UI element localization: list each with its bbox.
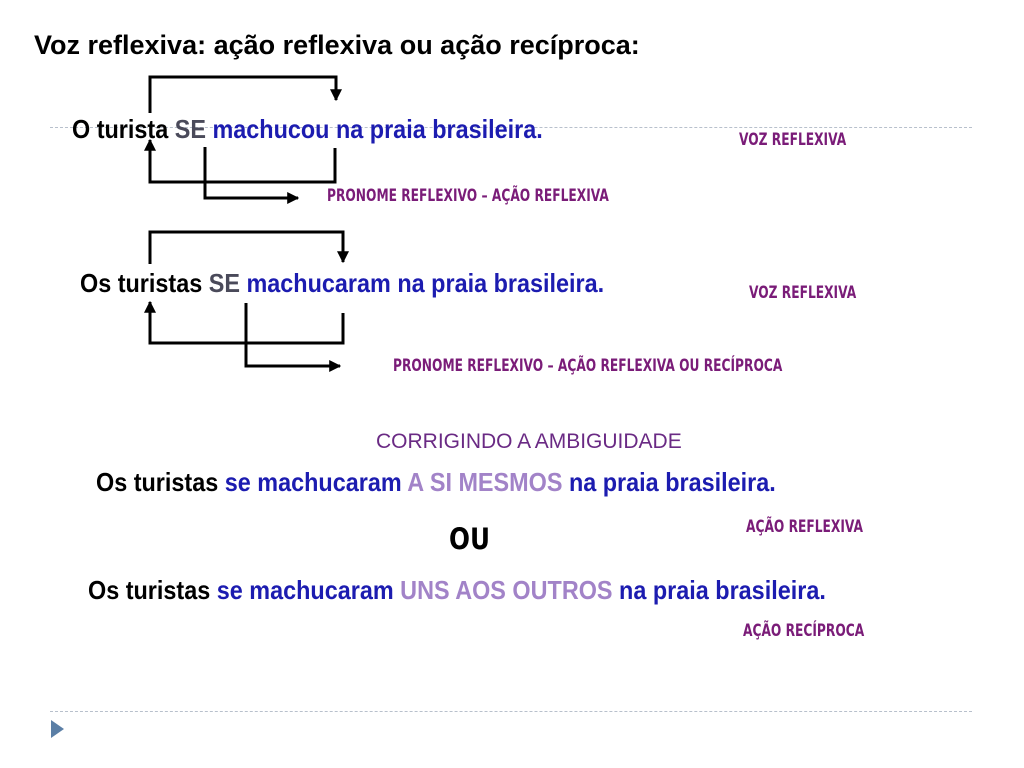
example1-subject: O turista bbox=[72, 114, 175, 144]
correction-heading: CORRIGINDO A AMBIGUIDADE bbox=[376, 430, 682, 453]
option2-complement: UNS AOS OUTROS bbox=[400, 575, 613, 605]
option1-verb: se machucaram bbox=[224, 467, 408, 497]
top-divider bbox=[50, 127, 972, 128]
bottom-divider bbox=[50, 711, 972, 712]
option1-sentence: Os turistas se machucaram A SI MESMOS na… bbox=[96, 467, 776, 498]
arrow-pronoun-1 bbox=[203, 147, 300, 204]
example2-pronoun-label: PRONOME REFLEXIVO – AÇÃO REFLEXIVA OU RE… bbox=[393, 356, 783, 376]
example1-voice-label: VOZ REFLEXIVA bbox=[739, 130, 847, 150]
example2-pronoun: SE bbox=[208, 268, 240, 298]
arrow-top-1 bbox=[148, 75, 342, 113]
arrow-top-2 bbox=[148, 230, 349, 264]
nav-arrow-icon[interactable] bbox=[51, 720, 64, 738]
option1-subject: Os turistas bbox=[96, 467, 225, 497]
arrow-pronoun-2 bbox=[244, 303, 342, 372]
example1-pronoun-label: PRONOME REFLEXIVO – AÇÃO REFLEXIVA bbox=[327, 186, 609, 206]
separator-ou: OU bbox=[449, 522, 490, 556]
example2-sentence: Os turistas SE machucaram na praia brasi… bbox=[80, 268, 604, 299]
example2-voice-label: VOZ REFLEXIVA bbox=[749, 283, 857, 303]
option2-rest: na praia brasileira. bbox=[612, 575, 826, 605]
option1-label: AÇÃO REFLEXIVA bbox=[746, 517, 864, 537]
example1-rest: machucou na praia brasileira. bbox=[205, 114, 543, 144]
example1-sentence: O turista SE machucou na praia brasileir… bbox=[72, 114, 543, 145]
slide-title: Voz reflexiva: ação reflexiva ou ação re… bbox=[34, 30, 640, 60]
arrow-bottom-1 bbox=[144, 138, 337, 184]
option2-subject: Os turistas bbox=[88, 575, 217, 605]
option2-sentence: Os turistas se machucaram UNS AOS OUTROS… bbox=[88, 575, 826, 606]
option2-verb: se machucaram bbox=[216, 575, 401, 605]
option1-rest: na praia brasileira. bbox=[562, 467, 776, 497]
example1-pronoun: SE bbox=[174, 114, 206, 144]
option1-complement: A SI MESMOS bbox=[407, 467, 563, 497]
example2-subject: Os turistas bbox=[80, 268, 209, 298]
option2-label: AÇÃO RECÍPROCA bbox=[743, 621, 865, 641]
example2-rest: machucaram na praia brasileira. bbox=[239, 268, 605, 298]
